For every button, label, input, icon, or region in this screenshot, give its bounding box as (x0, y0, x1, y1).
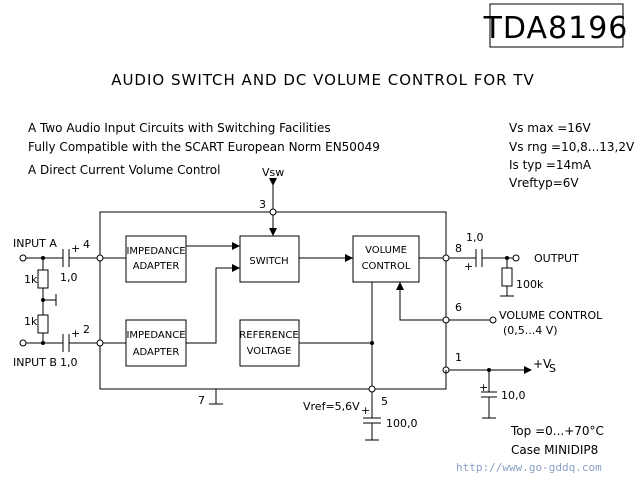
impedance-b-line-1: IMPEDANCE (126, 330, 185, 341)
feature-line-1: A Two Audio Input Circuits with Switchin… (28, 121, 331, 135)
volume-control-label: VOLUME CONTROL (499, 309, 603, 322)
pin-7-number: 7 (198, 394, 205, 407)
output-cap-value: 1,0 (466, 231, 484, 244)
output-terminal (512, 254, 520, 262)
volume-control-terminal (489, 316, 497, 324)
page-title: AUDIO SWITCH AND DC VOLUME CONTROL FOR T… (111, 71, 535, 89)
spec-is-typ: Is typ =14mA (509, 158, 592, 172)
volume-line-2: CONTROL (362, 261, 411, 272)
pin-4-terminal (96, 254, 104, 262)
impedance-adapter-b: IMPEDANCE ADAPTER (125, 319, 187, 367)
vref-circuit: Vref=5,6V + 100,0 (303, 392, 418, 441)
supply-circuit: +V S + 10,0 (445, 357, 556, 419)
vref-label: Vref=5,6V (303, 400, 360, 413)
input-a-label: INPUT A (13, 237, 57, 250)
input-b-circuit: INPUT B + 1,0 1k (13, 314, 97, 369)
volume-control-range: (0,5...4 V) (503, 324, 558, 337)
r-top-value: 1k (24, 273, 38, 286)
pin-8-number: 8 (455, 242, 462, 255)
impedance-adapter-a: IMPEDANCE ADAPTER (125, 235, 187, 283)
input-a-circuit: INPUT A + 1,0 1k (13, 237, 97, 315)
input-a-terminal (19, 254, 27, 262)
vsw-label: Vsw (262, 166, 284, 179)
vref-cap-value: 100,0 (386, 417, 418, 430)
volume-control-input: VOLUME CONTROL (0,5...4 V) (449, 309, 603, 337)
pin-1-number: 1 (455, 351, 462, 364)
switch-label: SWITCH (249, 256, 288, 267)
impedance-a-line-2: ADAPTER (133, 261, 180, 272)
input-a-cap-value: 1,0 (60, 271, 78, 284)
pin-5-number: 5 (381, 395, 388, 408)
r-bottom-value: 1k (24, 315, 38, 328)
feature-line-3: A Direct Current Volume Control (28, 163, 220, 177)
supply-cap-plus: + (479, 381, 488, 394)
internal-wiring (100, 212, 446, 389)
feature-line-2: Fully Compatible with the SCART European… (28, 140, 380, 154)
package-case: Case MINIDIP8 (511, 443, 598, 457)
volume-control-block: VOLUME CONTROL (352, 235, 420, 283)
reference-voltage-block: REFERENCE VOLTAGE (239, 319, 300, 367)
input-b-cap-value: 1,0 (60, 356, 78, 369)
pin-3-terminal (269, 208, 277, 216)
output-circuit: 1,0 + OUTPUT 100k (449, 231, 579, 297)
impedance-b-line-2: ADAPTER (133, 347, 180, 358)
supply-subscript: S (549, 362, 556, 375)
volume-line-1: VOLUME (365, 245, 407, 256)
input-b-cap-plus: + (71, 327, 80, 340)
vref-cap-plus: + (361, 404, 370, 417)
operating-temperature: Top =0...+70°C (510, 424, 604, 438)
pin-6-terminal (442, 316, 450, 324)
part-number-frame (489, 3, 624, 48)
spec-vref-typ: Vreftyp=6V (509, 176, 579, 190)
output-cap-plus: + (464, 260, 473, 273)
supply-label: +V (533, 357, 552, 371)
watermark: http://www.go-gddq.com (456, 461, 602, 474)
pin-8-terminal (442, 254, 450, 262)
reference-line-2: VOLTAGE (247, 346, 292, 357)
output-label: OUTPUT (534, 252, 579, 265)
pin-2-number: 2 (83, 323, 90, 336)
pin-5-terminal (368, 385, 376, 393)
part-number: TDA8196 (483, 11, 629, 46)
load-resistor-value: 100k (516, 278, 544, 291)
pin-3-number: 3 (259, 198, 266, 211)
pin-6-number: 6 (455, 301, 462, 314)
impedance-a-line-1: IMPEDANCE (126, 246, 185, 257)
pin-7-ground (209, 389, 223, 405)
pin-2-terminal (96, 339, 104, 347)
switch-block: SWITCH (239, 235, 300, 283)
spec-vs-max: Vs max =16V (509, 121, 592, 135)
input-a-cap-plus: + (71, 242, 80, 255)
pin-4-number: 4 (83, 238, 90, 251)
input-b-terminal (19, 339, 27, 347)
reference-line-1: REFERENCE (239, 330, 298, 341)
spec-vs-range: Vs rng =10,8...13,2V (509, 140, 635, 154)
input-b-label: INPUT B (13, 356, 57, 369)
supply-cap-value: 10,0 (501, 389, 526, 402)
